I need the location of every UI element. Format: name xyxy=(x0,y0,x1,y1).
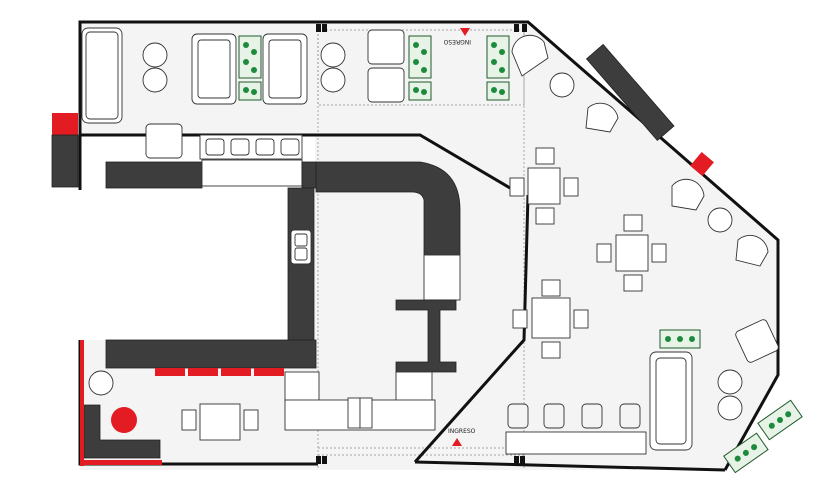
side-table xyxy=(320,67,346,93)
dining-table xyxy=(181,403,259,441)
door-jamb xyxy=(514,456,519,464)
plant-box xyxy=(238,81,262,101)
bar-stool xyxy=(619,403,641,429)
dining-table xyxy=(596,214,667,292)
red-seat xyxy=(155,368,185,376)
entrance-arrow-bottom xyxy=(452,438,462,446)
entrance-label-top: INGRESO xyxy=(443,38,471,45)
plant-box xyxy=(486,35,510,79)
entrance-label-bottom: INGRESO xyxy=(448,428,476,435)
side-table xyxy=(707,207,733,233)
banquette xyxy=(585,43,675,142)
interior-wall-right xyxy=(413,194,530,463)
side-table xyxy=(549,72,575,98)
counter-top xyxy=(105,161,203,189)
lounge-chair xyxy=(735,234,769,267)
bar-stool xyxy=(507,403,529,429)
top-lounge: INGRESO xyxy=(81,27,510,124)
door-jamb xyxy=(322,456,327,464)
dining-table xyxy=(509,147,579,225)
door-jamb xyxy=(316,24,321,32)
bar-stool xyxy=(205,138,225,156)
side-table xyxy=(320,42,346,68)
bar-stool xyxy=(543,403,565,429)
dining-table xyxy=(512,279,589,359)
door-jamb xyxy=(322,24,327,32)
bar-stool xyxy=(280,138,300,156)
left-edge xyxy=(51,113,714,188)
entrance-arrow-top xyxy=(460,28,470,36)
lounge-chair xyxy=(585,102,619,133)
bar-stool xyxy=(255,138,275,156)
bar-counter xyxy=(505,431,647,455)
kitchen xyxy=(105,123,461,431)
side-table xyxy=(717,369,743,395)
door-jamb xyxy=(522,24,527,32)
red-block xyxy=(52,113,78,135)
red-seat xyxy=(188,368,218,376)
plant-box xyxy=(238,35,262,79)
bar-stool xyxy=(581,403,603,429)
counter-top xyxy=(301,161,317,189)
counter-end xyxy=(423,254,461,301)
display-case xyxy=(284,371,320,403)
side-table xyxy=(142,67,168,93)
i-beam-counter xyxy=(395,299,457,373)
interior-wall-upper xyxy=(80,133,511,190)
red-seat xyxy=(221,368,251,376)
armchair xyxy=(735,319,779,363)
right-lounge xyxy=(505,34,803,474)
dark-block xyxy=(51,134,79,188)
armchair xyxy=(367,67,405,103)
red-seat xyxy=(254,368,284,376)
bar-stool xyxy=(230,138,250,156)
red-wall-accent xyxy=(80,340,84,466)
side-table xyxy=(142,42,168,68)
door-jamb xyxy=(316,456,321,464)
door-jamb xyxy=(520,456,525,464)
side-table xyxy=(88,370,114,396)
prep-shelf xyxy=(201,159,303,187)
bottom-left-area: INGRESO xyxy=(80,340,476,466)
armchair xyxy=(145,123,183,159)
plant-box xyxy=(408,81,432,101)
armchair xyxy=(367,29,405,65)
plant-box xyxy=(486,81,510,101)
counter-bottom xyxy=(105,339,317,369)
red-round-table xyxy=(111,407,137,433)
display-case xyxy=(395,371,433,403)
exterior-wall-bottom xyxy=(414,460,726,472)
red-block xyxy=(690,151,714,177)
lounge-chair xyxy=(511,34,549,77)
plant-box xyxy=(408,35,432,79)
side-table xyxy=(717,395,743,421)
door-jamb xyxy=(514,24,519,32)
red-wall-accent xyxy=(80,460,162,465)
lounge-chair xyxy=(671,178,705,211)
